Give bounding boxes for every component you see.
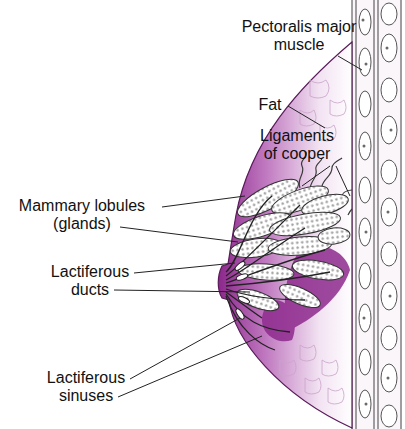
part-label: Mammary lobules (glands) (2, 197, 162, 233)
part-label: Fat (250, 96, 290, 114)
lactiferous-ducts (226, 196, 330, 350)
part-label: Ligaments of cooper (252, 127, 342, 163)
breast-body (218, 42, 352, 428)
part-label: Pectoralis major muscle (225, 18, 373, 54)
chest-wall (352, 0, 402, 429)
part-label: Lactiferous sinuses (36, 369, 136, 405)
part-label: Lactiferous ducts (40, 263, 140, 299)
mammary-lobules (229, 172, 351, 315)
leader-lines (114, 56, 362, 397)
lactiferous-sinuses (234, 260, 251, 320)
